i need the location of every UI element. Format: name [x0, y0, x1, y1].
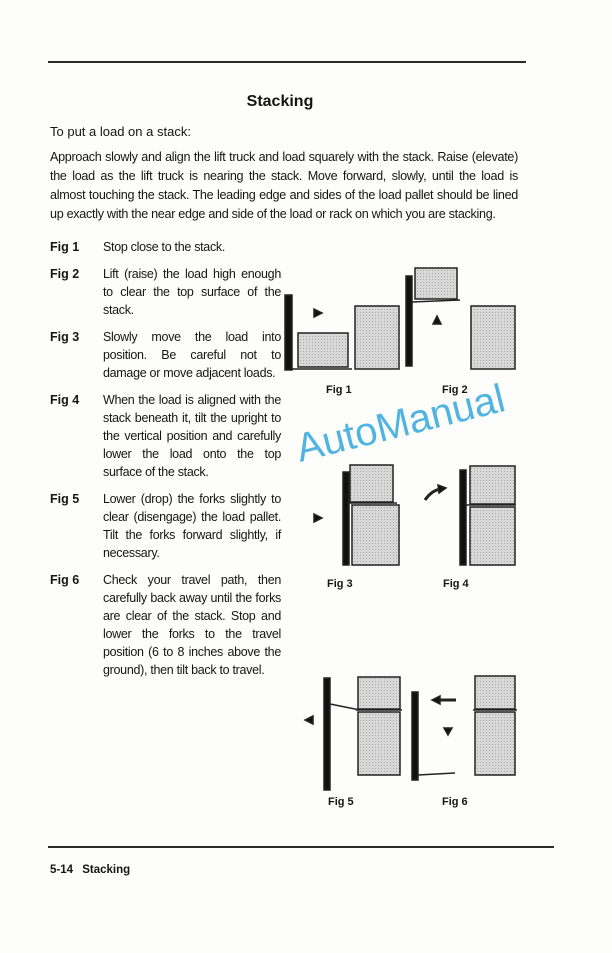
intro-text: To put a load on a stack: [50, 124, 191, 139]
step-label: Fig 2 [50, 267, 80, 281]
step-label: Fig 6 [50, 573, 80, 587]
figure-4 [423, 465, 516, 566]
instruction-paragraph: Approach slowly and align the lift truck… [50, 150, 518, 221]
figure-caption: Fig 3 [327, 578, 353, 590]
figure-caption: Fig 4 [443, 578, 469, 590]
watermark: AutoManual [292, 376, 510, 470]
figure-6 [411, 675, 517, 781]
step-label: Fig 3 [50, 330, 80, 344]
figure-1 [284, 294, 400, 371]
top-rule [48, 61, 526, 63]
page-number: 5-14 [50, 864, 74, 876]
footer: 5-14 Stacking [50, 864, 130, 876]
figure-5 [303, 676, 402, 791]
figure-3 [313, 464, 400, 566]
step-label: Fig 4 [50, 393, 80, 407]
step-label: Fig 1 [50, 240, 80, 254]
footer-section: Stacking [82, 864, 131, 876]
figure-caption: Fig 6 [442, 796, 468, 808]
figure-caption: Fig 2 [442, 384, 468, 396]
step-text: Lower (drop) the forks slightly to clear… [103, 492, 281, 560]
step-text: Lift (raise) the load high enough to cle… [103, 267, 281, 317]
figure-caption: Fig 1 [326, 384, 352, 396]
step-text: Stop close to the stack. [103, 240, 226, 254]
step-label: Fig 5 [50, 492, 80, 506]
main-text-column: Stacking To put a load on a stack: Appro… [50, 92, 518, 688]
step-item: Fig 5 Lower (drop) the forks slightly to… [50, 490, 518, 562]
step-item: Fig 2 Lift (raise) the load high enough … [50, 265, 518, 319]
bottom-rule [48, 846, 554, 848]
step-text: Check your travel path, then carefully b… [103, 573, 281, 677]
step-item: Fig 1 Stop close to the stack. [50, 238, 518, 256]
figure-2 [405, 267, 516, 370]
step-item: Fig 3 Slowly move the load into position… [50, 328, 518, 382]
step-item: Fig 4 When the load is aligned with the … [50, 391, 518, 481]
step-text: Slowly move the load into position. Be c… [103, 330, 281, 380]
figure-caption: Fig 5 [328, 796, 354, 808]
step-item: Fig 6 Check your travel path, then caref… [50, 571, 518, 679]
page-title: Stacking [246, 93, 314, 110]
step-text: When the load is aligned with the stack … [103, 393, 281, 479]
